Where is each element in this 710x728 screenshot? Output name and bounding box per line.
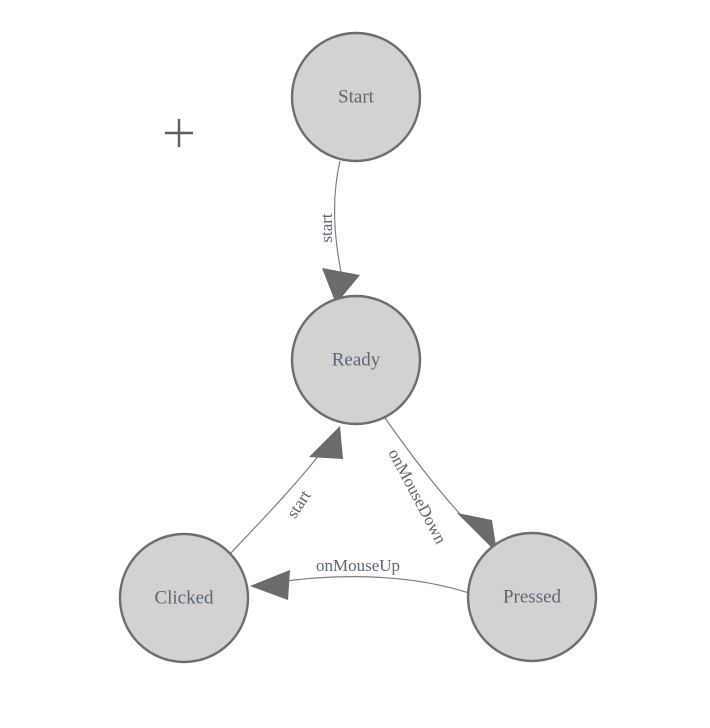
edge-label: start	[317, 213, 336, 243]
node-label: Clicked	[154, 587, 214, 608]
state-node-ready[interactable]: Ready	[290, 294, 422, 426]
node-circle[interactable]	[118, 532, 250, 664]
node-label: Pressed	[503, 586, 562, 607]
crosshair-icon	[165, 119, 193, 147]
edge-start-to-ready: start	[317, 160, 360, 304]
arrow-head-icon	[250, 570, 290, 600]
state-node-start[interactable]: Start	[290, 31, 422, 163]
arrow-head-icon	[309, 426, 343, 459]
edge-line	[271, 576, 470, 594]
edge-label: onMouseDown	[384, 446, 450, 548]
edge-pressed-to-clicked: onMouseUp	[250, 556, 470, 600]
edge-clicked-to-ready: start	[229, 426, 343, 555]
edge-ready-to-pressed: onMouseDown	[384, 417, 497, 553]
cursor-layer	[165, 119, 193, 147]
edge-line	[229, 449, 324, 555]
state-node-pressed[interactable]: Pressed	[466, 531, 598, 663]
arrow-head-icon	[322, 268, 360, 304]
state-node-clicked[interactable]: Clicked	[118, 532, 250, 664]
node-circle[interactable]	[466, 531, 598, 663]
edge-line	[333, 160, 344, 283]
node-circle[interactable]	[290, 294, 422, 426]
edge-label: onMouseUp	[316, 556, 400, 575]
arrow-head-icon	[457, 513, 497, 553]
node-label: Start	[338, 86, 375, 107]
node-label: Ready	[332, 349, 381, 370]
node-circle[interactable]	[290, 31, 422, 163]
